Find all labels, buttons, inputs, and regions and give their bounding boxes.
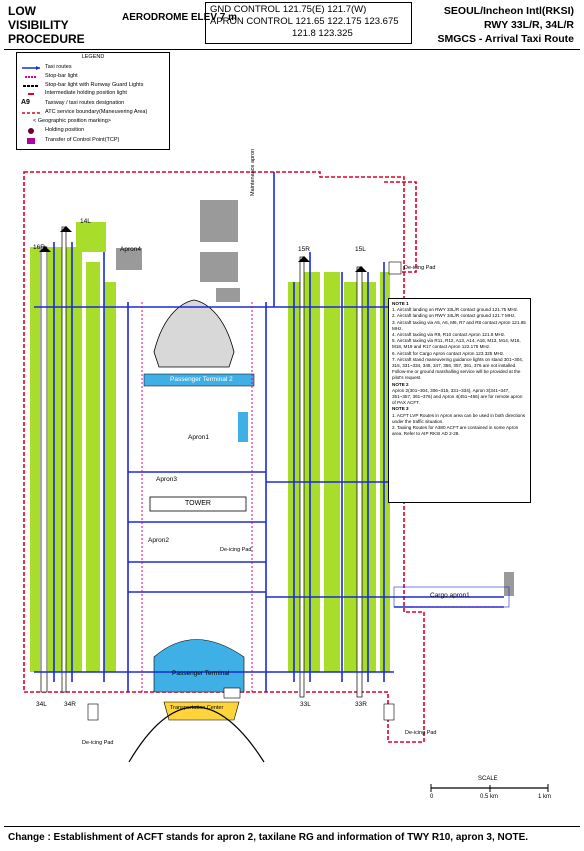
- legend-taxi-routes: Taxi routes: [45, 64, 72, 70]
- apron-frequencies-2: 121.8 123.325: [292, 28, 353, 39]
- apron-frequencies: 121.65 122.175 123.675: [295, 16, 399, 27]
- taxi-routes: [34, 172, 504, 692]
- grass-west: [30, 222, 116, 672]
- tcp-icon: [27, 138, 35, 144]
- atc-boundary: [23, 171, 425, 743]
- deicing-pads: [87, 261, 402, 721]
- legend-atc-boundary: ATC service boundary(Maneuvering Area): [45, 109, 148, 115]
- note1-item: 6. Aircraft for Cargo Apron contact Apro…: [392, 350, 505, 356]
- scale-graphic: [430, 784, 549, 792]
- grass-east: [288, 272, 390, 672]
- note1-item: 7. Aircraft stand maneuvering guidance l…: [392, 356, 524, 381]
- holding-position-icon: [28, 128, 34, 134]
- legend-tcp: Transfer of Control Point(TCP): [45, 137, 120, 143]
- legend-holding-position: Holding position: [45, 127, 85, 133]
- note1-item: 4. Aircraft taxiing via R9, R10 contact …: [392, 332, 506, 338]
- scale-bar: SCALE 0 0.5 km 1 km: [430, 776, 560, 806]
- atc-boundary-east: [384, 181, 417, 273]
- note3-title: NOTE 3: [392, 406, 409, 412]
- tower-box: [149, 496, 247, 512]
- footer-divider: [4, 826, 580, 827]
- legend-title: LEGEND: [81, 54, 105, 60]
- note2-item: Apron 2(301~304, 306~315, 331~334), Apro…: [392, 387, 523, 406]
- note1-item: 2. Aircraft landing on RWY 34L/R contact…: [392, 313, 516, 319]
- notes-box: NOTE 1 1. Aircraft landing on RWY 33L/R …: [388, 298, 531, 503]
- note2-title: NOTE 2: [392, 381, 409, 387]
- note1-item: 5. Aircraft taxiing via R11, R12, A13, A…: [392, 338, 521, 350]
- gnd-frequencies: 121.75(E) 121.7(W): [282, 4, 367, 15]
- gnd-label: GND CONTROL: [210, 4, 281, 15]
- legend-geo-marking: < Geographic position marking>: [33, 118, 111, 124]
- legend-taxiway-designation: Taxiway / taxi routes designation: [45, 100, 125, 106]
- terminal1-curb: [128, 706, 265, 763]
- aerodrome-elevation: AERODROME ELEV 7 m: [122, 12, 238, 23]
- scale-half: 0.5 km: [480, 794, 499, 800]
- chart-header: LOW VISIBILITY PROCEDURE AERODROME ELEV …: [0, 0, 584, 50]
- legend-stopbar: Stop-bar light: [45, 73, 78, 79]
- stopbar-icon: [25, 76, 37, 78]
- maintenance-buildings: [116, 200, 514, 596]
- scale-one: 1 km: [538, 794, 552, 800]
- terminal2-front: [143, 373, 255, 387]
- procedure-title: LOW VISIBILITY PROCEDURE: [8, 4, 85, 46]
- note3-item: 1. ACFT LVP Routes in Apron area can be …: [392, 412, 526, 424]
- apron-label: APRON CONTROL: [210, 16, 293, 27]
- note3-item: 2. Taxiing Routes for A380 ACFT are cont…: [392, 425, 519, 437]
- header-divider: [4, 49, 580, 50]
- stopbar-guard-icon: [23, 85, 39, 87]
- cargo-apron1-area: [393, 586, 510, 608]
- note1-item: 1. Aircraft landing on RWY 33L/R contact…: [392, 307, 519, 313]
- scale-title: SCALE: [478, 776, 498, 782]
- legend-box: LEGEND Taxi routes Stop-bar light Stop-b…: [16, 52, 170, 150]
- chart-title: SEOUL/Incheon Intl(RKSI) RWY 33L/R, 34L/…: [437, 5, 574, 45]
- terminal2-concourse: [238, 412, 248, 442]
- legend-stopbar-guard: Stop-bar light with Runway Guard Lights: [45, 82, 144, 88]
- taxiway-designation-symbol: A9: [21, 99, 30, 106]
- runway-end-symbols: [39, 226, 367, 272]
- scale-zero: 0: [430, 794, 434, 800]
- taxi-route-icon: [22, 66, 40, 70]
- transportation-center: [163, 701, 240, 721]
- note1-title: NOTE 1: [392, 301, 409, 306]
- legend-intermediate-holding: Intermediate holding position light: [45, 90, 127, 96]
- intermediate-holding-icon: [28, 93, 34, 95]
- frequency-box: GND CONTROL 121.75(E) 121.7(W) APRON CON…: [205, 2, 412, 44]
- atc-boundary-icon: [22, 112, 40, 114]
- terminal1-building: [153, 639, 245, 693]
- note1-item: 3. Aircraft taxiing via A5, A6, M6, R7 a…: [392, 319, 526, 331]
- terminal2-building: [153, 299, 235, 368]
- airport-map: [23, 171, 514, 763]
- change-note: Change : Establishment of ACFT stands fo…: [8, 832, 529, 843]
